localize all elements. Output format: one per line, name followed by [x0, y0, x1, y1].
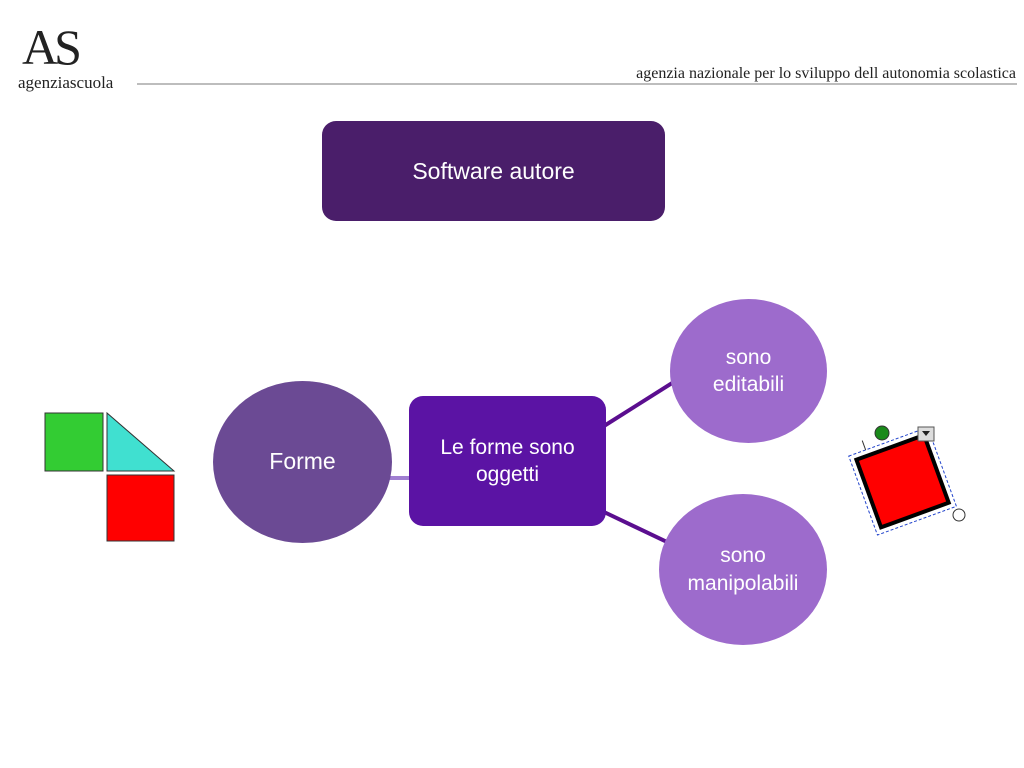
node-editabili-line2: editabili — [712, 373, 785, 396]
rotate-handle-stem — [861, 440, 867, 451]
logo-name: agenziascuola — [18, 73, 114, 92]
menu-arrow-icon — [922, 431, 930, 436]
node-forme-label: Forme — [269, 448, 336, 475]
shapes-illustration — [44, 411, 176, 542]
node-editabili-line1: sono — [725, 345, 772, 369]
red-square-shape — [106, 474, 175, 542]
selected-red-square-shape — [853, 432, 952, 530]
rotate-handle-icon — [874, 425, 890, 441]
selected-shape-illustration — [848, 425, 966, 536]
cyan-triangle-shape — [106, 411, 176, 472]
node-sono-editabili: sono editabili — [670, 299, 827, 443]
green-square-shape — [44, 412, 104, 472]
node-forme: Forme — [213, 381, 392, 543]
slide-title-text: Software autore — [412, 157, 575, 184]
header-tagline: agenzia nazionale per lo sviluppo dell a… — [636, 65, 1016, 82]
node-le-forme-sono-oggetti: Le forme sono oggetti — [409, 396, 606, 526]
resize-handle-icon — [952, 508, 966, 522]
header-divider — [137, 83, 1017, 85]
slide-title: Software autore — [322, 121, 665, 221]
node-center-line1: Le forme sono — [440, 435, 575, 459]
node-manipolabili-line2: manipolabili — [687, 571, 799, 595]
node-sono-manipolabili: sono manipolabili — [659, 494, 827, 645]
node-manipolabili-line1: sono — [720, 544, 766, 568]
node-center-line2: oggetti — [475, 463, 540, 486]
agenziascuola-logo: AS — [22, 19, 82, 75]
